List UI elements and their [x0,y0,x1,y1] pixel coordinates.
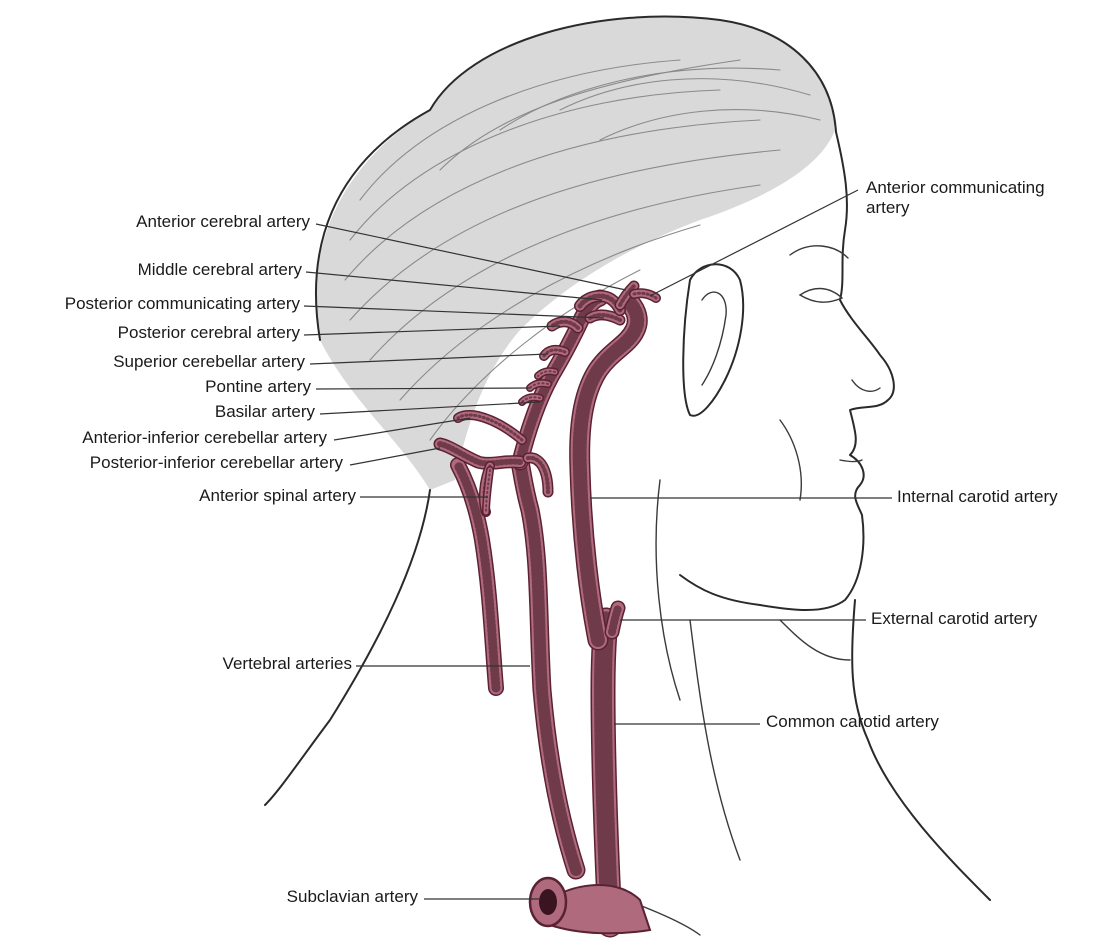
external-carotid-artery [612,608,618,632]
label-vertebral: Vertebral arteries [223,654,352,674]
mouth-line [840,460,862,462]
ear-inner [702,292,726,385]
label-anterior-communicating: Anterior communicating [866,178,1045,198]
neck-mid-line [656,480,680,700]
ear-outline [683,264,743,416]
back-neck [265,490,430,805]
neck-crease [780,620,850,660]
cheek-line [780,420,801,500]
neck-front-inner [690,620,740,860]
brow-line [790,246,848,258]
label-common-carotid: Common carotid artery [766,712,939,732]
pontine-branch-2 [530,383,548,388]
label-anterior-communicating-line2: artery [866,198,909,218]
label-middle-cerebral: Middle cerebral artery [138,260,302,280]
label-pica: Posterior-inferior cerebellar artery [90,453,343,473]
anterior-spinal-artery [486,470,490,512]
pontine-branch-1 [522,397,540,402]
leader-pontine [316,388,530,389]
label-basilar: Basilar artery [215,402,315,422]
label-posterior-cerebral: Posterior cerebral artery [118,323,300,343]
label-aica: Anterior-inferior cerebellar artery [82,428,327,448]
posterior-cerebral-artery [552,322,578,328]
label-posterior-communicating: Posterior communicating artery [65,294,300,314]
label-internal-carotid: Internal carotid artery [897,487,1058,507]
pontine-branch-3 [538,371,555,376]
jaw-line [680,575,760,605]
label-superior-cerebellar: Superior cerebellar artery [113,352,305,372]
common-carotid-artery [603,620,610,925]
internal-carotid-artery [580,303,638,640]
label-pontine: Pontine artery [205,377,311,397]
nostril-line [852,380,880,391]
anterior-communicating-artery [634,293,656,298]
subclavian-artery [530,878,650,933]
label-subclavian: Subclavian artery [287,887,418,907]
label-external-carotid: External carotid artery [871,609,1037,629]
front-neck [852,600,990,900]
label-anterior-cerebral: Anterior cerebral artery [136,212,310,232]
eye-outline [800,289,842,303]
label-anterior-spinal: Anterior spinal artery [199,486,356,506]
